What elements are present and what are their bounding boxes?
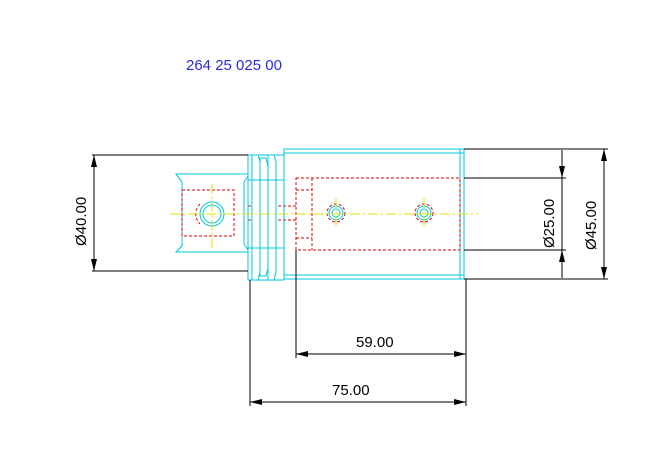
- dimension-diameter-body: Ø45.00: [464, 148, 608, 280]
- neck-grooves: [247, 154, 285, 281]
- dimension-diameter-left-label: Ø40.00: [73, 197, 90, 246]
- dimension-length-overall-label: 75.00: [332, 382, 370, 399]
- dimension-diameter-bore-label: Ø25.00: [541, 199, 558, 248]
- centerlines: [170, 184, 478, 248]
- left-cap-hidden-lines: [181, 189, 296, 237]
- dimension-length-inner-label: 59.00: [356, 334, 394, 351]
- dimension-diameter-left: Ø40.00: [73, 154, 248, 272]
- dimension-length-overall: 75.00: [249, 280, 467, 406]
- part-number: 264 25 025 00: [186, 57, 282, 74]
- dimension-length-inner: 59.00: [295, 250, 467, 358]
- dimension-diameter-body-label: Ø45.00: [583, 201, 600, 250]
- dimension-diameter-bore: Ø25.00: [464, 150, 566, 278]
